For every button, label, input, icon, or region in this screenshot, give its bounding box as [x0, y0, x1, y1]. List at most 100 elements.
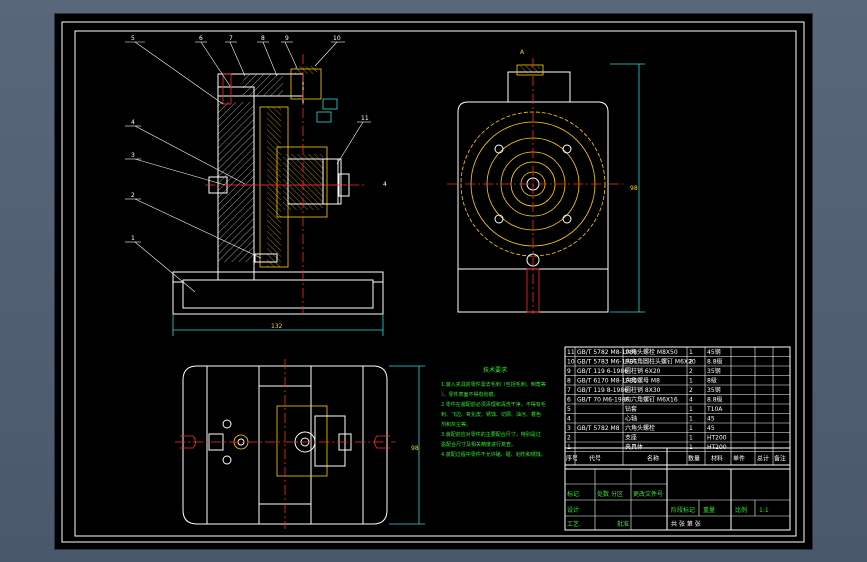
tb-label-count: 处数: [597, 490, 609, 498]
bom-material: 8级: [707, 377, 717, 385]
bom-material: 35钢: [707, 386, 721, 394]
bom-material: HT200: [707, 435, 727, 442]
bom-qty: 1: [689, 435, 693, 442]
bom-qty: 1: [689, 406, 693, 413]
top-view: 98: [175, 359, 425, 529]
bom-no: 9: [567, 368, 571, 375]
bom-qty: 1: [689, 416, 693, 423]
requirement-line: 剂和灰尘等。: [441, 421, 471, 428]
bom-name: 夹具体: [625, 443, 643, 451]
base-width-dimension: 132: [271, 323, 283, 330]
side-height-dimension: 98: [630, 185, 638, 192]
bom-name: 心轴: [625, 415, 637, 423]
balloon-9: 9: [285, 35, 289, 42]
bom-name: 圆柱销 6X20: [625, 367, 661, 375]
requirement-line: 刺、飞边、氧化皮、锈蚀、切屑、油污、着色: [441, 411, 541, 418]
balloon-8: 8: [261, 35, 265, 42]
bom-name: 六角螺母 M8: [625, 377, 660, 385]
bom-code: GB/T 5782 M8: [577, 425, 620, 432]
requirement-line: 4.装配过程中零件不允许磕、碰、划伤和锈蚀。: [441, 451, 546, 458]
balloon-3: 3: [131, 152, 135, 159]
bom-header-code: 代号: [589, 455, 601, 463]
bom-name: 支座: [625, 434, 637, 442]
requirement-line: 1.装入夹具前零件需去毛刺（包括毛刺、倒角等: [441, 381, 546, 388]
tb-label-design: 设计: [567, 506, 579, 514]
bom-material: 35钢: [707, 367, 721, 375]
requirement-line: ）。零件表面不得有划痕。: [441, 391, 499, 398]
bom-material: 8.8级: [707, 396, 723, 404]
bom-material: 45: [707, 416, 715, 423]
tb-label-zone: 分区: [611, 490, 623, 498]
front-section-view: 132: [172, 54, 384, 336]
bom-code: GB/T 5782 M8-1986: [577, 349, 637, 356]
tb-label-mark: 标记: [567, 490, 579, 498]
bom-header-unit: 单件: [733, 455, 745, 463]
requirements-title: 技术要求: [483, 366, 507, 374]
tb-stage: 阶段标记: [671, 506, 695, 514]
bom-header-total: 总计: [757, 455, 769, 463]
bom-material: 45: [707, 425, 715, 432]
view-mark: A: [520, 49, 525, 56]
bom-qty: 1: [689, 349, 693, 356]
bom-name: 六角头螺栓: [625, 424, 655, 432]
bom-no: 3: [567, 425, 571, 432]
bom-name: 钻套: [625, 405, 637, 413]
balloon-11: 11: [361, 115, 369, 122]
bom-no: 11: [567, 349, 575, 356]
tb-label-approve: 批准: [617, 520, 629, 528]
section-mark: 4: [383, 181, 387, 188]
requirement-line: 2.零件在装配前必须清理和清洗干净，不得有毛: [441, 401, 546, 408]
tb-sheet: 共 张 第 张: [671, 520, 701, 528]
bom-no: 10: [567, 359, 575, 366]
bom-qty: 2: [689, 387, 693, 394]
balloon-4: 4: [131, 119, 135, 126]
bom-qty: 2: [689, 359, 693, 366]
bom-name: 内六角螺钉 M6X16: [625, 396, 678, 404]
top-height-dimension: 98: [411, 445, 419, 452]
tb-scale-value: 1:1: [759, 507, 769, 514]
bom-code: GB/T 119 8-1986: [577, 387, 628, 394]
bom-code: GB/T 70 M6-1986: [577, 397, 630, 404]
tb-label-craft: 工艺: [567, 520, 579, 528]
fixture-assembly-drawing: 132 5 6 7 8 9 10 4 3 2 1: [61, 21, 805, 543]
bom-qty: 1: [689, 378, 693, 385]
bom-no: 6: [567, 397, 571, 404]
bom-header-note: 备注: [774, 455, 786, 463]
balloon-5: 5: [131, 35, 135, 42]
bom-header-no: 序号: [566, 455, 578, 463]
bom-qty: 4: [689, 397, 693, 404]
bom-no: 5: [567, 406, 571, 413]
bom-material: T10A: [706, 406, 723, 413]
requirement-line: 盈配合尺寸及相关精度进行复查。: [441, 441, 516, 448]
title-block: 标记 处数 分区 更改文件号 设计 工艺 批准 阶段标记 重量 比例 1:1 共…: [564, 447, 791, 531]
tb-weight: 重量: [703, 506, 715, 514]
requirement-line: 3.装配前应对零件的主要配合尺寸，特别是过: [441, 431, 541, 438]
bom-no: 7: [567, 387, 571, 394]
cad-drawing-canvas[interactable]: 132 5 6 7 8 9 10 4 3 2 1: [55, 14, 812, 549]
technical-requirements: 技术要求 1.装入夹具前零件需去毛刺（包括毛刺、倒角等 ）。零件表面不得有划痕。…: [441, 366, 546, 458]
tb-scale: 比例: [735, 506, 747, 514]
bom-code: GB/T 5783 M6-1986: [577, 359, 637, 366]
part-balloons: 5 6 7 8 9 10 4 3 2 1 11 4: [125, 35, 387, 293]
bom-no: 8: [567, 378, 571, 385]
side-view: 98 A: [447, 49, 645, 314]
bom-header-qty: 数量: [688, 455, 700, 463]
bom-code: GB/T 6170 M8-1986: [577, 378, 637, 385]
bom-qty: 2: [689, 368, 693, 375]
bom-name: 六角头螺栓 M8X50: [625, 348, 678, 356]
balloon-1: 1: [131, 235, 135, 242]
balloon-7: 7: [229, 35, 233, 42]
balloon-10: 10: [333, 35, 341, 42]
bom-no: 2: [567, 435, 571, 442]
bom-header-material: 材料: [711, 455, 723, 463]
outer-frame: [61, 21, 805, 543]
bom-name: 内六角圆柱头螺钉 M6X20: [625, 358, 696, 366]
bom-code: GB/T 119 6-1986: [577, 368, 628, 375]
bom-material: 8.8级: [707, 358, 723, 366]
balloon-2: 2: [131, 192, 135, 199]
tb-label-change: 更改文件号: [633, 490, 663, 498]
bom-header-name: 名称: [647, 455, 659, 463]
bom-qty: 1: [689, 425, 693, 432]
inner-frame: [74, 30, 797, 537]
